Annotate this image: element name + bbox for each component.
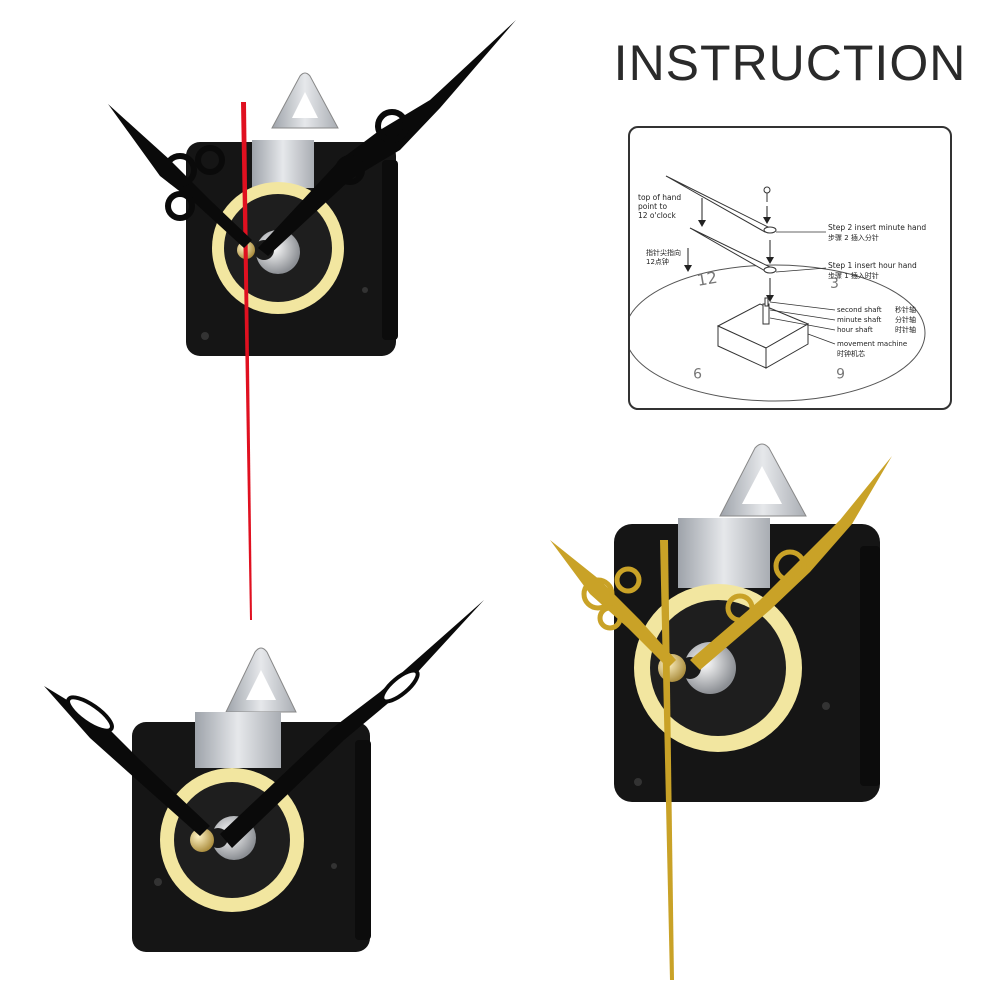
hour-hand-black-1 bbox=[108, 104, 252, 248]
second-hand-red bbox=[241, 102, 252, 620]
instruction-diagram: 12 3 6 9 top of hand point to 12 o'clock… bbox=[624, 126, 952, 410]
part-minute-shaft-cn: 分针轴 bbox=[895, 315, 916, 324]
minute-hand-gold bbox=[690, 456, 892, 670]
clock-movement-2 bbox=[44, 600, 484, 952]
part-movement-machine-cn: 时钟机芯 bbox=[837, 349, 865, 358]
top-note-cn-2: 12点钟 bbox=[646, 257, 669, 266]
minute-hand-black-2 bbox=[220, 600, 484, 848]
dial-number-6: 6 bbox=[836, 364, 845, 380]
part-hour-shaft-cn: 时针轴 bbox=[895, 325, 916, 334]
instruction-title: INSTRUCTION bbox=[613, 35, 967, 91]
dial-number-9: 9 bbox=[693, 364, 702, 380]
top-note-line-1: top of hand bbox=[638, 193, 681, 202]
clock-movement-1 bbox=[108, 20, 516, 620]
assembly-diagram: 12 3 6 9 top of hand point to 12 o'clock… bbox=[624, 175, 926, 402]
part-minute-shaft: minute shaft bbox=[837, 316, 882, 324]
dial-number-12: 12 bbox=[695, 268, 718, 290]
step1-label-cn: 步骤 1 插入时针 bbox=[828, 271, 879, 280]
part-second-shaft: second shaft bbox=[837, 306, 882, 314]
top-note-line-2: point to bbox=[638, 202, 667, 211]
top-note-cn-1: 指针尖指向 bbox=[646, 248, 681, 257]
hour-hand-gold bbox=[550, 540, 676, 668]
top-note-line-3: 12 o'clock bbox=[638, 211, 676, 220]
part-hour-shaft: hour shaft bbox=[837, 326, 873, 334]
step1-label: Step 1 insert hour hand bbox=[828, 261, 917, 270]
dial-number-3: 3 bbox=[830, 276, 839, 292]
clock-movement-3 bbox=[550, 443, 892, 980]
step2-label: Step 2 insert minute hand bbox=[828, 223, 926, 232]
step2-label-cn: 步骤 2 插入分针 bbox=[828, 233, 879, 242]
part-second-shaft-cn: 秒针轴 bbox=[895, 305, 916, 314]
part-movement-machine: movement machine bbox=[837, 340, 907, 348]
